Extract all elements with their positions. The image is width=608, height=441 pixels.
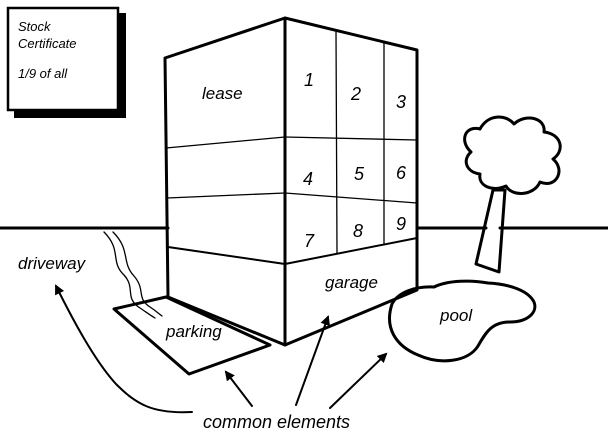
arrow-to-driveway (56, 286, 192, 412)
tree-canopy (465, 117, 561, 193)
tree-icon (465, 117, 561, 272)
building (165, 18, 417, 345)
unit-6: 6 (396, 163, 407, 183)
pool-label: pool (439, 306, 473, 325)
arrow-to-garage (296, 317, 328, 405)
unit-8: 8 (353, 221, 363, 241)
building-left-face (165, 18, 285, 345)
floor-line-left-3 (168, 247, 285, 264)
unit-divider-1 (336, 30, 337, 253)
unit-4: 4 (303, 169, 313, 189)
floor-line-right-1 (285, 137, 417, 140)
floor-line-left-2 (167, 193, 285, 198)
unit-7: 7 (304, 231, 315, 251)
unit-5: 5 (354, 164, 365, 184)
unit-2: 2 (350, 84, 361, 104)
driveway-label: driveway (18, 254, 87, 273)
floor-line-right-2 (285, 193, 417, 203)
unit-3: 3 (396, 92, 406, 112)
floor-line-left-1 (166, 137, 285, 148)
parking-label: parking (165, 322, 222, 341)
lease-label: lease (202, 84, 243, 103)
certificate-title-line2: Certificate (18, 36, 77, 51)
garage-label: garage (325, 273, 378, 292)
unit-9: 9 (396, 214, 406, 234)
common-elements-caption: common elements (203, 412, 350, 432)
arrow-to-parking (226, 372, 252, 406)
tree-trunk (476, 190, 505, 272)
unit-1: 1 (304, 70, 314, 90)
common-elements-arrows (56, 286, 386, 412)
certificate-share: 1/9 of all (18, 66, 68, 81)
stock-certificate: Stock Certificate 1/9 of all (8, 8, 126, 118)
certificate-title-line1: Stock (18, 19, 52, 34)
arrow-to-pool (330, 354, 386, 408)
